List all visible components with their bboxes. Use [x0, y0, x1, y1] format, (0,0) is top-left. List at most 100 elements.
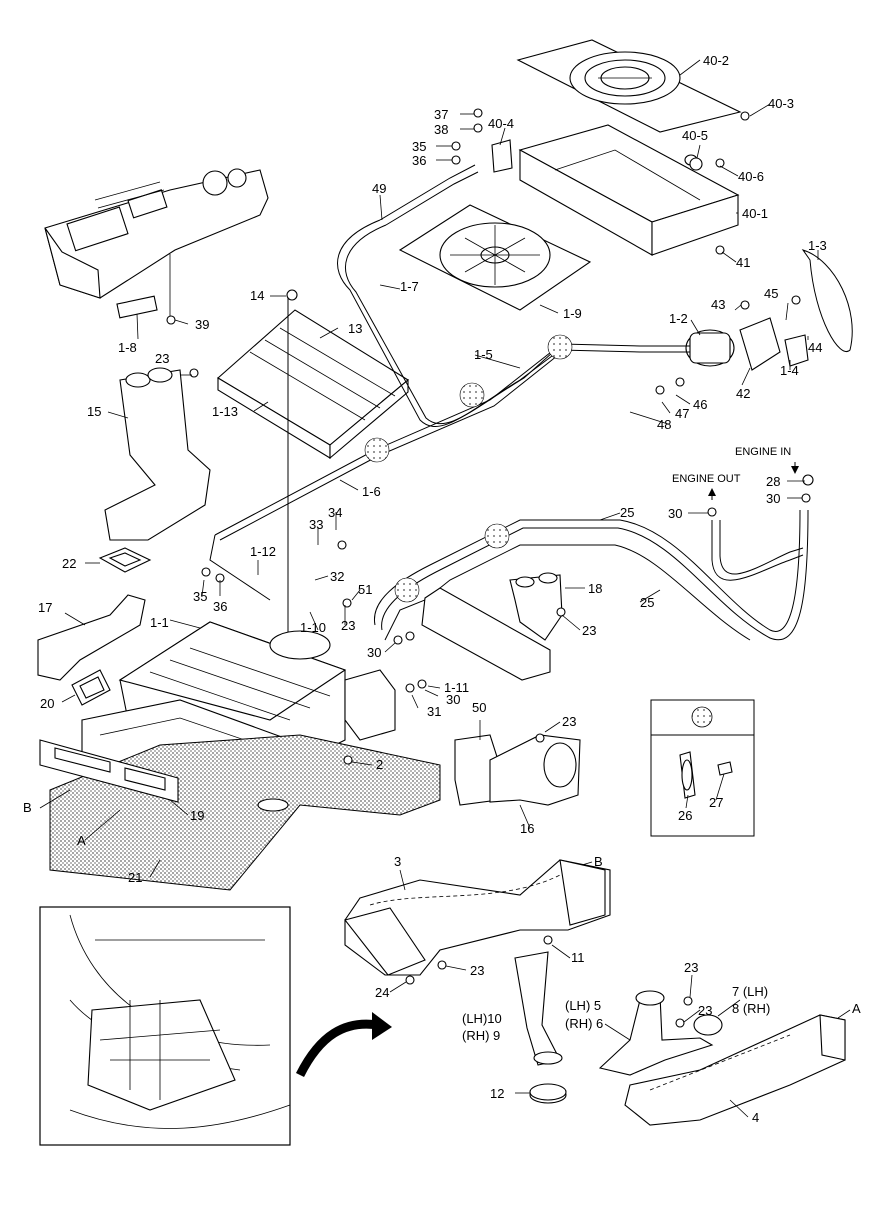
- label-30-d: 30: [446, 692, 460, 707]
- legend-box: [650, 699, 755, 837]
- label-23-b: 23: [582, 623, 596, 638]
- label-13: 13: [348, 321, 362, 336]
- label-48: 48: [657, 417, 671, 432]
- engine-in-label: ENGINE IN: [735, 446, 791, 458]
- label-26: 26: [678, 808, 692, 823]
- label-30-b: 30: [668, 506, 682, 521]
- label-20: 20: [40, 696, 54, 711]
- clamp-12-part: [529, 1083, 567, 1104]
- callout-labels: 40-2 40-3 40-4 40-5 40-6 40-1 41 37 38 3…: [23, 53, 861, 1125]
- label-11: 11: [571, 950, 585, 965]
- label-31: 31: [427, 704, 441, 719]
- label-8-rh: 8 (RH): [732, 1001, 770, 1016]
- label-18: 18: [588, 581, 602, 596]
- label-1-3: 1-3: [808, 238, 827, 253]
- label-1-11: 1-11: [444, 680, 469, 695]
- label-7-lh: 7 (LH): [732, 984, 768, 999]
- label-1-9: 1-9: [563, 306, 582, 321]
- top-lid-part: [516, 39, 742, 133]
- label-15: 15: [87, 404, 101, 419]
- condenser-fan-part: [398, 204, 592, 311]
- engine-arrows: [708, 462, 799, 500]
- duct-5-part: [598, 990, 723, 1076]
- label-1-8: 1-8: [118, 340, 137, 355]
- label-32: 32: [330, 569, 344, 584]
- label-A-right: A: [852, 1001, 861, 1016]
- label-23-f: 23: [684, 960, 698, 975]
- label-40-3: 40-3: [768, 96, 794, 111]
- label-10-lh: (LH)10: [462, 1011, 502, 1026]
- duct-15-part: [104, 367, 211, 541]
- label-4: 4: [752, 1110, 759, 1125]
- label-23-e: 23: [470, 963, 484, 978]
- label-B-left: B: [23, 800, 32, 815]
- label-23-g: 23: [698, 1003, 712, 1018]
- label-43: 43: [711, 297, 725, 312]
- duct-16-part: [454, 734, 581, 806]
- duct-19-part: [39, 739, 179, 803]
- label-44: 44: [808, 340, 822, 355]
- label-30-c: 30: [367, 645, 381, 660]
- label-51: 51: [358, 582, 372, 597]
- label-1-13: 1-13: [212, 404, 238, 419]
- label-1-2: 1-2: [669, 311, 688, 326]
- label-9-rh: (RH) 9: [462, 1028, 500, 1043]
- label-1-7: 1-7: [400, 279, 419, 294]
- duct-17-part: [37, 594, 146, 681]
- label-50: 50: [472, 700, 486, 715]
- duct-10-part: [514, 951, 563, 1066]
- label-33: 33: [309, 517, 323, 532]
- connection-markers: [364, 334, 573, 603]
- fasteners: [166, 108, 814, 1028]
- label-27: 27: [709, 795, 723, 810]
- gasket-20-part: [71, 669, 111, 706]
- duct-4-part: [624, 1014, 846, 1126]
- arrow-indicator: [295, 1012, 392, 1078]
- label-49: 49: [372, 181, 386, 196]
- label-37: 37: [434, 107, 448, 122]
- label-36-top: 36: [412, 153, 426, 168]
- compressor-part: [685, 249, 853, 371]
- label-1-4: 1-4: [780, 363, 799, 378]
- label-40-6: 40-6: [738, 169, 764, 184]
- label-19: 19: [190, 808, 204, 823]
- label-1-12: 1-12: [250, 544, 276, 559]
- label-45: 45: [764, 286, 778, 301]
- label-1-1: 1-1: [150, 615, 169, 630]
- evaporator-plate-part: [217, 309, 409, 460]
- label-40-1: 40-1: [742, 206, 768, 221]
- refrigerant-lines: [209, 164, 690, 720]
- label-40-2: 40-2: [703, 53, 729, 68]
- label-A-left: A: [77, 833, 86, 848]
- label-34: 34: [328, 505, 342, 520]
- label-41: 41: [736, 255, 750, 270]
- label-40-4: 40-4: [488, 116, 514, 131]
- label-47: 47: [675, 406, 689, 421]
- label-B-right: B: [594, 854, 603, 869]
- vehicle-inset: [39, 906, 291, 1146]
- duct-3-part: [344, 859, 611, 976]
- label-17: 17: [38, 600, 52, 615]
- leader-lines: [39, 59, 851, 1118]
- label-14: 14: [250, 288, 264, 303]
- label-30-a: 30: [766, 491, 780, 506]
- label-1-6: 1-6: [362, 484, 381, 499]
- label-23-c: 23: [341, 618, 355, 633]
- label-42: 42: [736, 386, 750, 401]
- label-39: 39: [195, 317, 209, 332]
- engine-out-label: ENGINE OUT: [672, 473, 741, 485]
- label-35-mid: 35: [193, 589, 207, 604]
- label-28: 28: [766, 474, 780, 489]
- label-1-10: 1-10: [300, 620, 326, 635]
- label-12: 12: [490, 1086, 504, 1101]
- label-23-a: 23: [155, 351, 169, 366]
- label-22: 22: [62, 556, 76, 571]
- label-25-b: 25: [640, 595, 654, 610]
- label-36-mid: 36: [213, 599, 227, 614]
- label-21: 21: [128, 870, 142, 885]
- console-cover-part: [44, 168, 269, 299]
- housing-box-part: [491, 124, 740, 256]
- label-24: 24: [375, 985, 389, 1000]
- gasket-22-part: [98, 547, 152, 573]
